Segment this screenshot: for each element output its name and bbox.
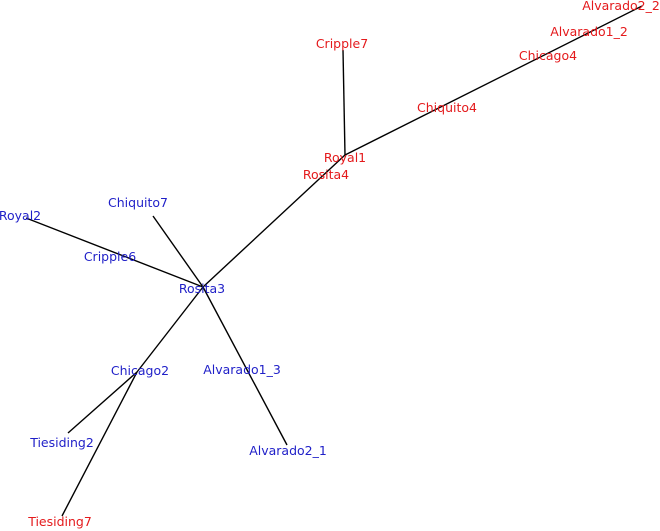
node-label-royal2: Royal2 <box>0 208 41 223</box>
tree-edge <box>61 371 138 517</box>
node-label-chiquito4: Chiquito4 <box>417 100 477 115</box>
node-label-tiesiding2: Tiesiding2 <box>29 435 94 450</box>
tree-edge <box>342 49 346 156</box>
node-label-tiesiding7: Tiesiding7 <box>27 514 92 529</box>
tree-edge <box>202 286 288 446</box>
node-label-alvarado2-1: Alvarado2_1 <box>249 443 327 458</box>
tree-edge <box>67 371 138 434</box>
node-label-chiquito7: Chiquito7 <box>108 195 168 210</box>
node-label-royal1: Royal1 <box>324 150 366 165</box>
node-label-alvarado1-2: Alvarado1_2 <box>550 24 628 39</box>
tree-edge <box>136 286 204 373</box>
node-label-cripple7: Cripple7 <box>316 36 368 51</box>
node-label-rosita4: Rosita4 <box>303 167 349 182</box>
tree-edge <box>152 215 204 288</box>
node-label-chicago4: Chicago4 <box>519 48 577 63</box>
node-label-alvarado2-2: Alvarado2_2 <box>582 0 660 13</box>
node-label-rosita3: Rosita3 <box>179 281 225 296</box>
tree-edge <box>202 154 346 288</box>
tree-edge <box>25 217 204 288</box>
tree-edges <box>25 5 643 517</box>
node-label-alvarado1-3: Alvarado1_3 <box>203 362 281 377</box>
tree-edge <box>344 5 643 156</box>
node-label-chicago2: Chicago2 <box>111 363 169 378</box>
node-label-cripple6: Cripple6 <box>84 249 136 264</box>
